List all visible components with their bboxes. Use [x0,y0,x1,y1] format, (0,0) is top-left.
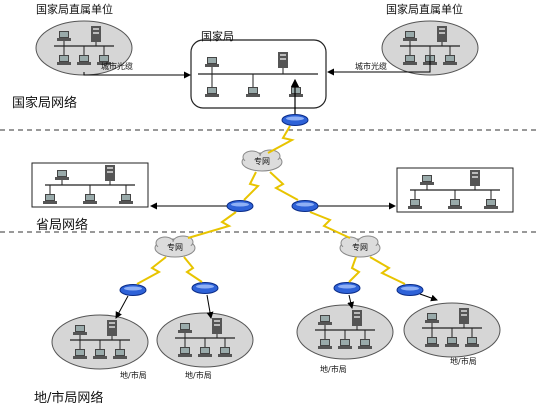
router-prov-left [226,200,254,212]
local-lan-3 [297,305,393,359]
link-cloud-prov-right [269,171,299,201]
link-cloud-3-router-3 [348,256,361,283]
link-router-to-cloud [267,125,295,154]
label-city-link-left: 城市光缆 [101,62,133,71]
router-local-4 [396,284,424,296]
local-lan-1 [52,315,148,369]
link-prov-right-cloud-3 [309,211,351,239]
router-prov-right [291,200,319,212]
label-national-bureau: 国家局 [201,30,234,43]
label-top-left-unit: 国家局直属单位 [36,3,113,16]
label-provincial-network: 省局网络 [36,218,89,233]
local-lan-4 [404,303,500,357]
label-private-net-3: 专网 [352,243,368,252]
link-prov-left-cloud-2 [187,211,237,239]
national-bureau-lan [190,39,327,109]
label-city-link-right: 城市光缆 [355,62,387,71]
arrow-router-3-lan [347,294,355,309]
city-link-right-line [327,56,431,76]
arrow-router-1-lan [115,295,129,319]
provincial-lan-right [397,168,513,212]
router-national [281,114,309,126]
label-local-bureau-4: 地/市局 [450,357,477,366]
label-local-network: 地/市局网络 [34,391,104,406]
arrow-router-2-lan [206,294,214,319]
label-national-network: 国家局网络 [12,96,78,111]
router-local-1 [119,284,147,296]
label-local-bureau-1: 地/市局 [120,371,147,380]
link-cloud-prov-left [243,171,260,201]
label-private-net-2: 专网 [167,243,183,252]
city-link-left-line [83,71,191,79]
arrow-router-4-lan [419,293,438,302]
link-cloud-2-router-2 [183,256,203,283]
router-local-3 [333,282,361,294]
link-cloud-3-router-4 [369,256,406,285]
local-lan-2 [157,313,253,367]
label-top-right-unit: 国家局直属单位 [386,3,463,16]
link-cloud-2-router-1 [136,256,167,285]
provincial-lan-left [32,163,148,207]
label-private-net-1: 专网 [254,157,270,166]
router-local-2 [191,282,219,294]
label-local-bureau-3: 地/市局 [320,365,347,374]
label-local-bureau-2: 地/市局 [185,371,212,380]
